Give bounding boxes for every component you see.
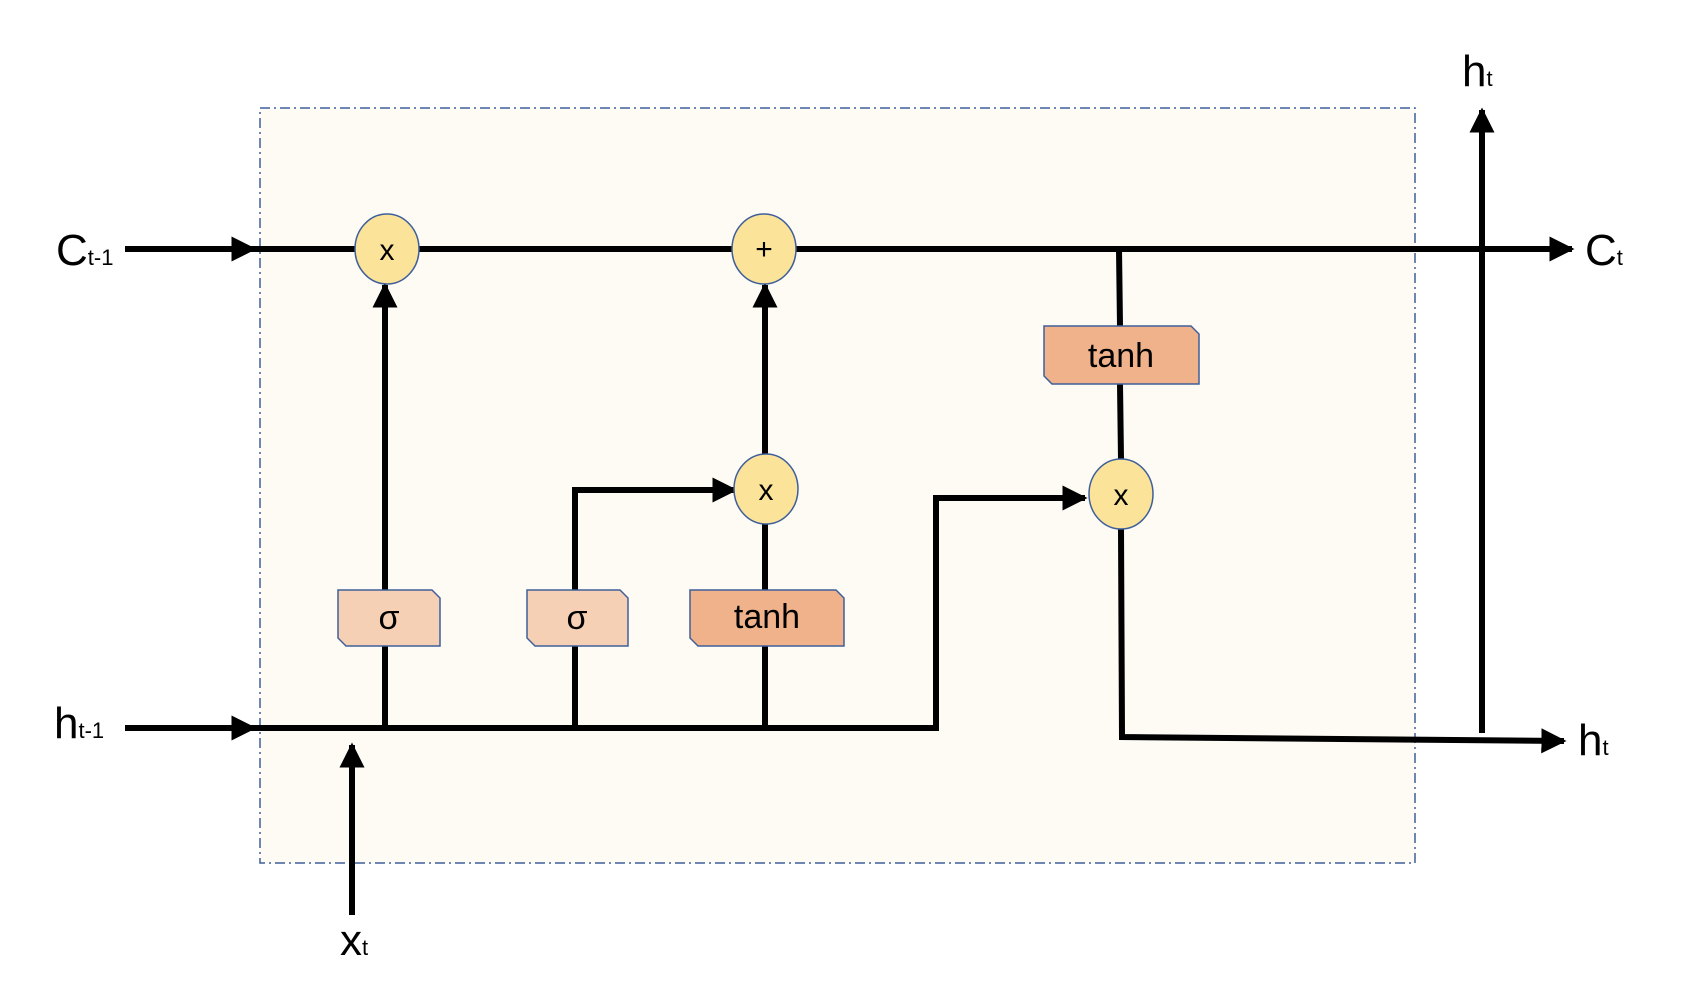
input-label: xt (340, 916, 368, 965)
input-multiply-symbol: x (759, 474, 774, 507)
cell-prev-label: Ct-1 (56, 226, 113, 275)
cell-boundary (259, 107, 1416, 864)
cell-add-node: + (731, 213, 797, 285)
forget-multiply-symbol: x (380, 234, 395, 267)
cell-activation-label: tanh (1088, 337, 1154, 375)
output-multiply-node: x (1088, 458, 1154, 530)
forget-gate-label: σ (379, 599, 400, 637)
input-gate: σ (526, 589, 629, 647)
cell-out-label: Ct (1585, 226, 1623, 275)
connection-lines (125, 107, 1575, 915)
forget-multiply-node: x (354, 213, 420, 285)
hidden-prev-label: ht-1 (54, 699, 104, 748)
forget-gate: σ (337, 589, 441, 647)
tanh-to-multiply (1117, 383, 1124, 460)
hidden-out-top-label: ht (1462, 47, 1493, 96)
candidate-gate-label: tanh (734, 598, 800, 636)
input-multiply-node: x (733, 453, 799, 525)
input-gate-arrow (572, 477, 738, 590)
hidden-bus (254, 485, 1088, 731)
cell-to-tanh (1116, 248, 1123, 327)
hidden-output-path (1118, 528, 1567, 754)
cell-activation-gate: tanh (1043, 325, 1200, 385)
input-gate-label: σ (567, 599, 588, 637)
cell-add-symbol: + (755, 233, 773, 266)
hidden-out-right-label: ht (1578, 716, 1609, 765)
output-multiply-symbol: x (1114, 479, 1129, 512)
candidate-gate: tanh (689, 589, 845, 647)
